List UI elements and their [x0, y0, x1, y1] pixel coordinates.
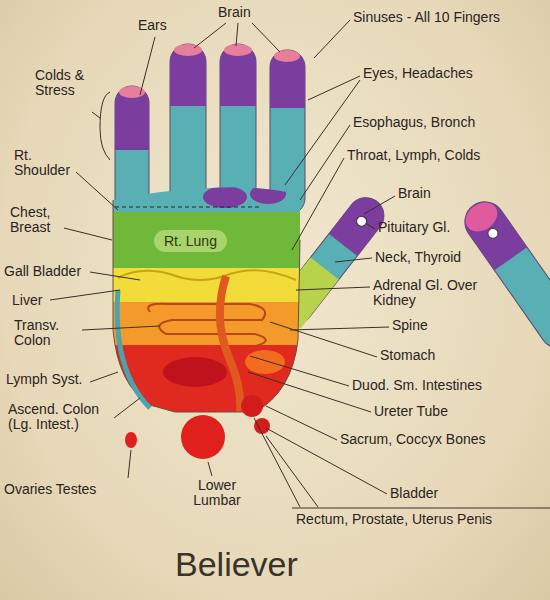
- part-label: Transv. Colon: [14, 318, 80, 348]
- part-label: Rt. Shoulder: [14, 148, 76, 178]
- part-label: Chest, Breast: [10, 205, 65, 235]
- lumbar-blob: [181, 415, 225, 459]
- part-label: Neck, Thyroid: [375, 250, 461, 265]
- part-label: Pituitary Gl.: [378, 220, 450, 235]
- lymph-line: [117, 290, 150, 408]
- part-label: Brain: [398, 186, 431, 201]
- part-label: Ascend. Colon (Lg. Intest.): [8, 402, 112, 432]
- part-label: Spine: [392, 318, 428, 333]
- part-label: Rectum, Prostate, Uterus Penis: [296, 512, 492, 527]
- part-label: Lower Lumbar: [184, 478, 250, 508]
- part-label: Sacrum, Coccyx Bones: [340, 432, 486, 447]
- part-label: Colds & Stress: [35, 68, 105, 98]
- part-label: Ears: [138, 18, 167, 33]
- part-label: Brain: [218, 5, 251, 20]
- region-patch: Rt. Lung: [154, 230, 227, 252]
- part-label: Lymph Syst.: [6, 372, 83, 387]
- part-label: Duod. Sm. Intestines: [352, 378, 482, 393]
- palm: [100, 180, 310, 425]
- region-label: Rt. Lung: [164, 233, 217, 249]
- part-label: Liver: [12, 293, 42, 308]
- part-label: Ureter Tube: [374, 404, 448, 419]
- caption: Believer: [175, 545, 298, 584]
- leader-lines: [50, 20, 550, 508]
- part-label: Adrenal Gl. Over Kidney: [373, 278, 483, 308]
- part-label: Gall Bladder: [4, 264, 81, 279]
- part-label: Bladder: [390, 486, 438, 501]
- part-label: Eyes, Headaches: [363, 66, 473, 81]
- part-label: Stomach: [380, 348, 435, 363]
- other-thumb: [457, 194, 550, 356]
- part-label: Sinuses - All 10 Fingers: [353, 10, 500, 25]
- part-label: Throat, Lymph, Colds: [347, 148, 480, 163]
- part-label: Ovaries Testes: [4, 482, 96, 497]
- part-label: Esophagus, Bronch: [353, 115, 475, 130]
